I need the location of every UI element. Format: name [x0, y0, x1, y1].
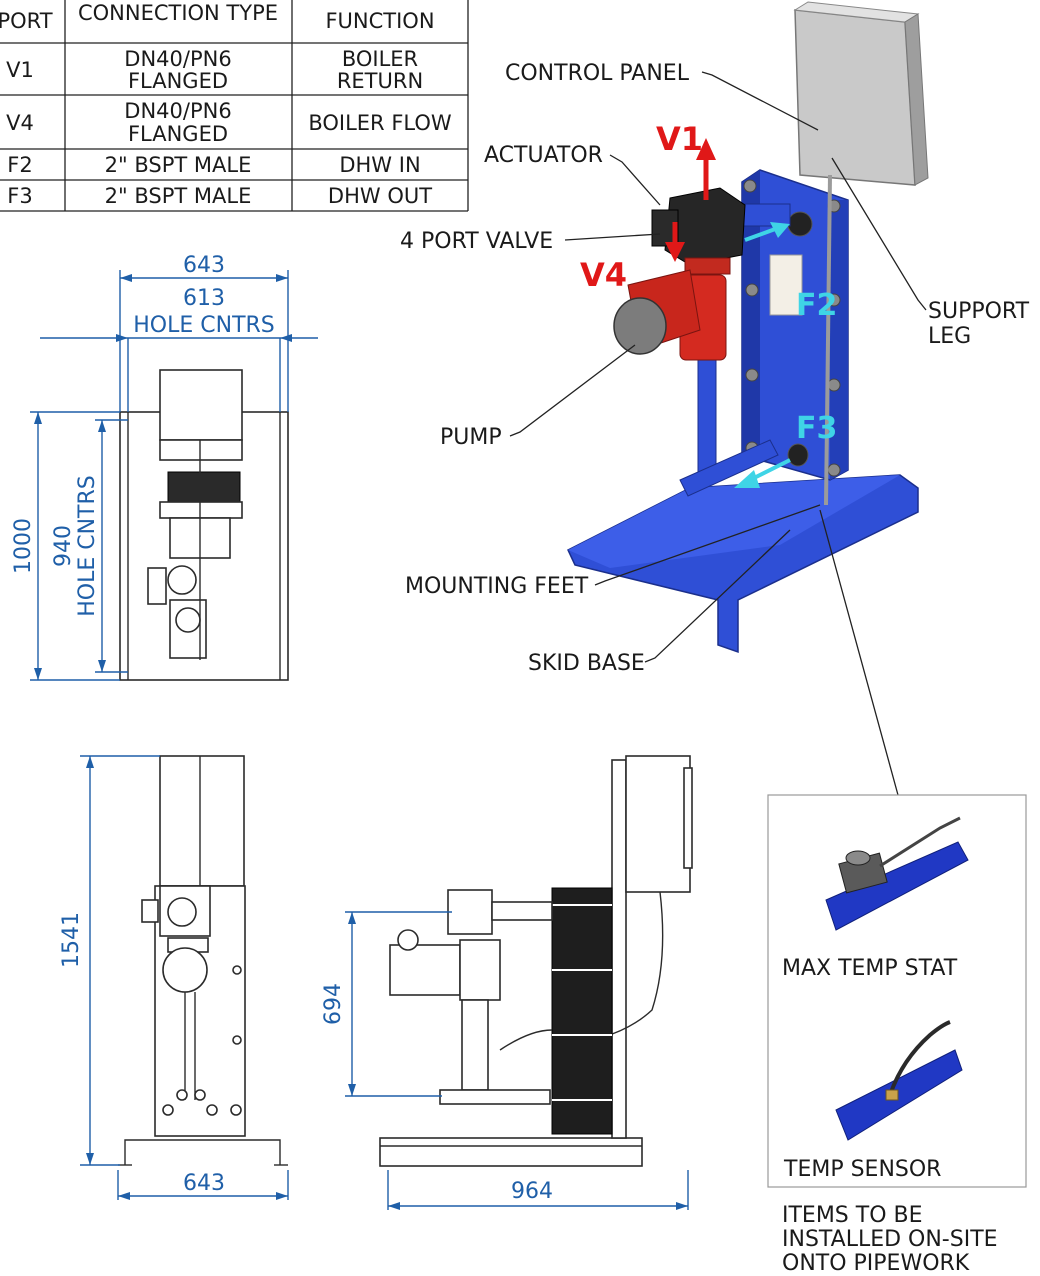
callout-four-port-valve: 4 PORT VALVE — [400, 229, 553, 254]
port-tag-f3: F3 — [796, 411, 837, 446]
dim-front-width: 643 — [183, 1171, 225, 1196]
dim-hole-depth: 940 — [51, 525, 76, 567]
dim-top-width: 643 — [183, 253, 225, 278]
four-port-valve-body — [664, 187, 746, 266]
pipe-vertical — [697, 359, 717, 481]
callout-mounting-feet: MOUNTING FEET — [405, 574, 589, 599]
rating-plate — [769, 254, 803, 316]
site-items-note: ITEMS TO BE INSTALLED ON-SITE ONTO PIPEW… — [782, 1203, 998, 1276]
callout-support-leg: LEG — [928, 324, 971, 349]
flow-arrows — [665, 138, 791, 488]
temp-sensor-icon — [888, 1020, 951, 1096]
port-tag-v4: V4 — [580, 256, 627, 294]
table-cell-port: F2 — [7, 153, 32, 177]
table-header-port: PORT — [0, 9, 53, 33]
front-view-dimensions: 1541 643 — [59, 755, 289, 1200]
skid-base-top — [568, 475, 900, 568]
dim-top-depth: 1000 — [11, 518, 36, 574]
side-view-dimensions: 694 964 — [321, 911, 689, 1210]
side-view-drawing — [379, 755, 693, 1167]
table-cell-connection: DN40/PN6 — [124, 99, 231, 123]
dim-front-height: 1541 — [59, 912, 84, 968]
table-cell-connection: FLANGED — [128, 69, 228, 93]
table-cell-port: F3 — [7, 184, 32, 208]
support-leg-shape — [824, 174, 832, 506]
table-cell-function: BOILER — [342, 47, 418, 71]
callouts: CONTROL PANEL ACTUATOR 4 PORT VALVE SUPP… — [400, 61, 1030, 796]
dim-side-height: 694 — [321, 983, 346, 1025]
dim-side-width: 964 — [511, 1179, 553, 1204]
stat-pipe — [825, 841, 969, 931]
table-header-function: FUNCTION — [325, 9, 434, 33]
callout-control-panel: CONTROL PANEL — [505, 61, 690, 86]
f3-arrow — [734, 470, 760, 488]
pipe-bottom — [679, 439, 779, 497]
table-cell-function: BOILER FLOW — [308, 111, 452, 135]
control-panel-box — [794, 9, 916, 186]
site-items-panel: MAX TEMP STAT TEMP SENSOR — [767, 794, 1027, 1188]
dim-hole-depth-note: HOLE CNTRS — [75, 475, 100, 617]
sensor-pipe — [835, 1049, 963, 1141]
table-cell-connection: DN40/PN6 — [124, 47, 231, 71]
dim-hole-width: 613 — [183, 286, 225, 311]
frame-edge — [830, 200, 848, 480]
port-table: PORT CONNECTION TYPE FUNCTION V1 DN40/PN… — [0, 0, 469, 212]
v1-arrow — [696, 138, 716, 160]
table-cell-function: RETURN — [337, 69, 423, 93]
front-view-drawing — [118, 755, 288, 1166]
v4-arrow — [665, 242, 685, 262]
callout-pump: PUMP — [440, 425, 502, 450]
f2-arrow — [770, 222, 790, 238]
label-max-temp-stat: MAX TEMP STAT — [782, 956, 958, 981]
note-line: ITEMS TO BE — [782, 1203, 923, 1228]
port-tag-f2: F2 — [796, 288, 837, 323]
table-cell-connection: FLANGED — [128, 122, 228, 146]
label-temp-sensor: TEMP SENSOR — [783, 1157, 941, 1182]
table-cell-port: V4 — [6, 111, 34, 135]
table-cell-connection: 2" BSPT MALE — [105, 184, 252, 208]
dim-hole-width-note: HOLE CNTRS — [133, 313, 275, 338]
table-cell-function: DHW OUT — [328, 184, 432, 208]
top-view-dimensions: 643 613 HOLE CNTRS 1000 940 HOLE CNTRS — [11, 253, 318, 681]
table-cell-function: DHW IN — [339, 153, 420, 177]
table-header-connection-type: CONNECTION TYPE — [78, 1, 278, 25]
note-line: ONTO PIPEWORK — [782, 1251, 970, 1276]
port-tag-v1: V1 — [656, 120, 703, 158]
callout-support-leg: SUPPORT — [928, 299, 1030, 324]
callout-actuator: ACTUATOR — [484, 143, 603, 168]
pump-motor — [613, 297, 667, 355]
table-cell-port: V1 — [6, 58, 34, 82]
top-view-drawing — [119, 369, 289, 681]
note-line: INSTALLED ON-SITE — [782, 1227, 998, 1252]
callout-skid-base: SKID BASE — [528, 651, 645, 676]
unit-3d-render: V1 V4 F2 F3 — [567, 1, 929, 654]
table-cell-connection: 2" BSPT MALE — [105, 153, 252, 177]
